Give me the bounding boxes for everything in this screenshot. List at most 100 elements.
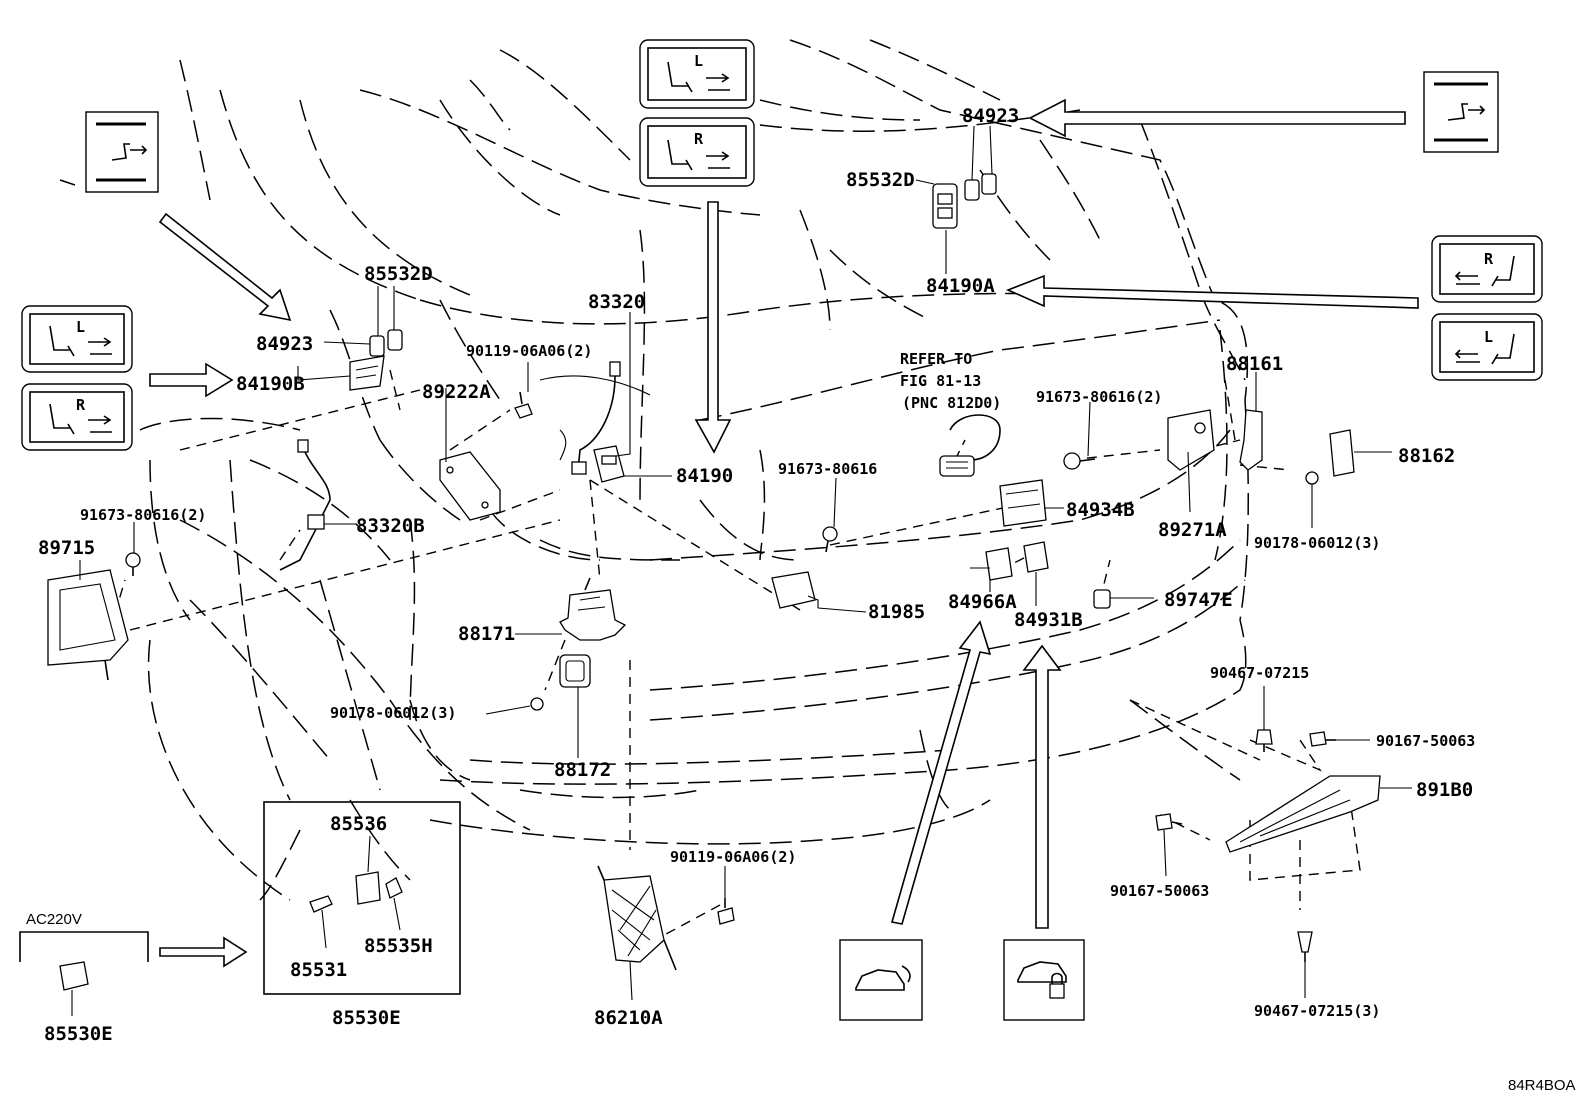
- rear-door-icon: [839, 939, 923, 1021]
- label-91673-80616: 91673-80616: [778, 460, 877, 478]
- diagram-id: 84R4BOA: [1508, 1077, 1576, 1094]
- bolt-91673-mid: [822, 526, 838, 553]
- label-84923-left: 84923: [256, 333, 313, 355]
- label-85531: 85531: [290, 959, 347, 981]
- bolt-91673-left: [125, 552, 141, 576]
- label-85536: 85536: [330, 813, 387, 835]
- label-83320: 83320: [588, 291, 645, 313]
- label-88171: 88171: [458, 623, 515, 645]
- refer-line-3: (PNC 812D0): [902, 394, 1001, 412]
- switch-84931b: [1023, 541, 1049, 573]
- label-90467-07215-3: 90467-07215(3): [1254, 1002, 1380, 1020]
- nut-90178-left: [530, 697, 544, 711]
- sensor-88171: [559, 577, 627, 641]
- label-90119-06a06-bottom: 90119-06A06(2): [670, 848, 796, 866]
- label-84966a: 84966A: [948, 591, 1017, 613]
- label-88162: 88162: [1398, 445, 1455, 467]
- callout-arrows: [149, 98, 1419, 968]
- clip-90467: [1255, 729, 1273, 752]
- label-84931b: 84931B: [1014, 609, 1083, 631]
- label-84934b: 84934B: [1066, 499, 1135, 521]
- label-85530e-box: 85530E: [332, 1007, 401, 1029]
- switch-84934b: [999, 479, 1047, 527]
- label-90467-07215: 90467-07215: [1210, 664, 1309, 682]
- harness-83320b: [279, 439, 331, 571]
- switch-84190a: [932, 183, 958, 229]
- module-89222a: [439, 451, 501, 521]
- bolt-90167-right: [1309, 731, 1336, 747]
- label-89715: 89715: [38, 537, 95, 559]
- part-labels: 84923 85532D 84190A 85532D 84923 84190B …: [26, 105, 1576, 1094]
- outlet-assembly-box: [263, 801, 461, 995]
- bolt-90167-left: [1155, 813, 1183, 831]
- seat-right-icon: R: [639, 117, 755, 187]
- label-891b0: 891B0: [1416, 779, 1473, 801]
- label-85532d-top: 85532D: [846, 169, 915, 191]
- label-91673-80616-2-right: 91673-80616(2): [1036, 388, 1162, 406]
- switch-84190b: [349, 355, 385, 391]
- sensor-88172: [559, 654, 591, 688]
- knob-85532d-top: [964, 173, 997, 201]
- rear-door-lock-icon: [1003, 939, 1085, 1021]
- switch-84966a: [985, 547, 1013, 581]
- label-91673-80616-2-left: 91673-80616(2): [80, 506, 206, 524]
- component-812d0: [939, 414, 1001, 477]
- harness-83320: [539, 361, 651, 475]
- seat-left-letter: L: [694, 52, 703, 70]
- label-86210a: 86210A: [594, 1007, 663, 1029]
- label-85530e-outlet: 85530E: [44, 1023, 113, 1045]
- part-85536-shape: [355, 871, 381, 905]
- seat-slide-icon: [85, 111, 159, 193]
- seat-left-icon: L: [1431, 313, 1543, 381]
- refer-line-1: REFER TO: [900, 350, 972, 368]
- label-leaders: [71, 125, 1412, 1016]
- knob-85532d-left: [369, 329, 403, 357]
- sensor-88162: [1329, 429, 1355, 477]
- refer-line-2: FIG 81-13: [900, 372, 981, 390]
- module-89715: [47, 569, 129, 681]
- label-88172: 88172: [554, 759, 611, 781]
- module-86210a: [597, 865, 677, 971]
- label-83320b: 83320B: [356, 515, 425, 537]
- label-84923-top: 84923: [962, 105, 1019, 127]
- label-90119-06a06-top: 90119-06A06(2): [466, 342, 592, 360]
- seat-left-icon: L: [639, 39, 755, 109]
- module-81985: [771, 571, 819, 609]
- label-ac220v: AC220V: [26, 911, 82, 928]
- bolt-90119-top: [514, 391, 533, 419]
- seat-right-letter: R: [1484, 250, 1494, 268]
- part-85531-shape: [309, 895, 333, 913]
- label-90167-50063-left: 90167-50063: [1110, 882, 1209, 900]
- seat-left-icon: L: [21, 305, 133, 373]
- seat-left-letter: L: [1484, 328, 1493, 346]
- label-88161: 88161: [1226, 353, 1283, 375]
- label-84190b: 84190B: [236, 373, 305, 395]
- label-85535h: 85535H: [364, 935, 433, 957]
- bolt-91673-right: [1063, 452, 1096, 470]
- label-90178-06012-right: 90178-06012(3): [1254, 534, 1380, 552]
- seat-right-letter: R: [694, 130, 704, 148]
- label-89747e: 89747E: [1164, 589, 1233, 611]
- label-89271a: 89271A: [1158, 519, 1227, 541]
- switch-84190: [593, 445, 625, 483]
- clip-90467-bottom: [1297, 931, 1313, 962]
- label-90178-06012-left: 90178-06012(3): [330, 704, 456, 722]
- seat-right-icon: R: [1431, 235, 1543, 303]
- seat-right-letter: R: [76, 396, 86, 414]
- bracket-891b0: [1225, 775, 1381, 853]
- label-90167-50063-right: 90167-50063: [1376, 732, 1475, 750]
- bolt-90119-bottom: [717, 898, 735, 925]
- bracket-88161: [1239, 409, 1263, 471]
- label-85532d-left: 85532D: [364, 263, 433, 285]
- module-89271a: [1167, 409, 1215, 471]
- label-84190a: 84190A: [926, 275, 995, 297]
- sensor-89747e: [1093, 589, 1111, 609]
- label-84190: 84190: [676, 465, 733, 487]
- seat-left-letter: L: [76, 318, 85, 336]
- ac-outlet: [19, 931, 149, 991]
- part-85535h-shape: [385, 877, 403, 899]
- nut-90178-right: [1305, 471, 1319, 485]
- seat-slide-icon: [1423, 71, 1499, 153]
